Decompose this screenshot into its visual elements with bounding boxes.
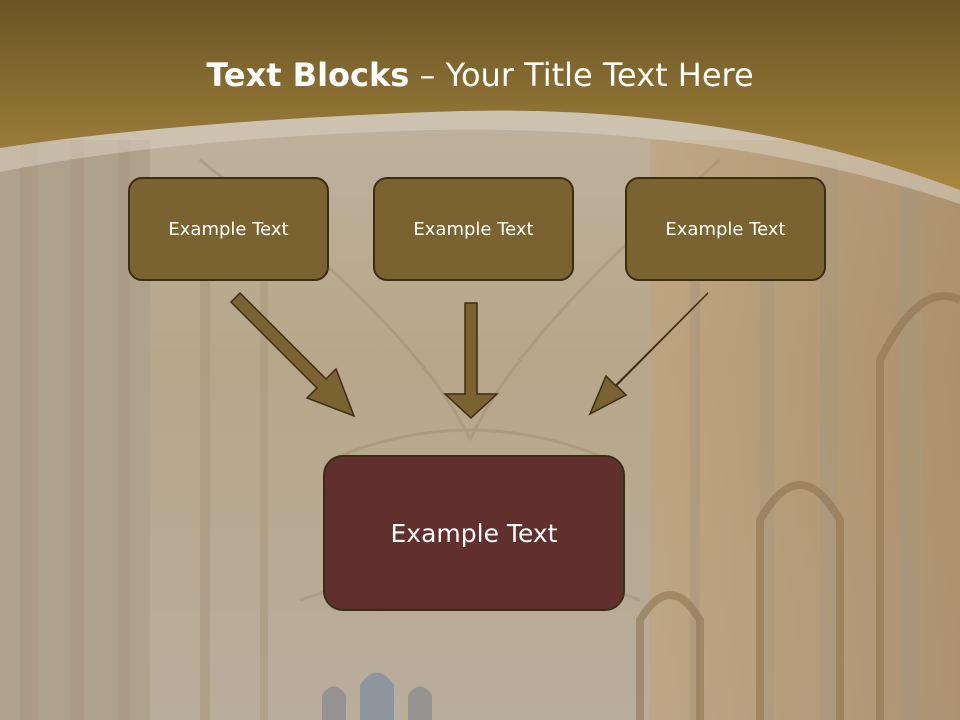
- title-rest: Your Title Text Here: [445, 56, 754, 94]
- text-block-1: Example Text: [128, 177, 329, 281]
- text-block-2-label: Example Text: [413, 218, 534, 240]
- text-block-1-label: Example Text: [168, 218, 289, 240]
- columns: [20, 140, 922, 720]
- arrow-center: [443, 302, 499, 420]
- arches: [636, 292, 960, 720]
- text-block-3: Example Text: [625, 177, 826, 281]
- header-band: [0, 0, 960, 190]
- title-separator: –: [409, 56, 446, 94]
- arrows: [229, 291, 709, 420]
- page-title: Text Blocks – Your Title Text Here: [0, 52, 960, 98]
- header-sheen: [0, 110, 960, 204]
- stained-glass-window: [322, 672, 432, 720]
- target-block-label: Example Text: [390, 518, 558, 548]
- text-block-3-label: Example Text: [665, 218, 786, 240]
- arrow-right: [588, 292, 709, 416]
- text-block-2: Example Text: [373, 177, 574, 281]
- target-block: Example Text: [323, 455, 625, 611]
- arrow-left: [229, 291, 356, 418]
- title-bold: Text Blocks: [206, 56, 410, 94]
